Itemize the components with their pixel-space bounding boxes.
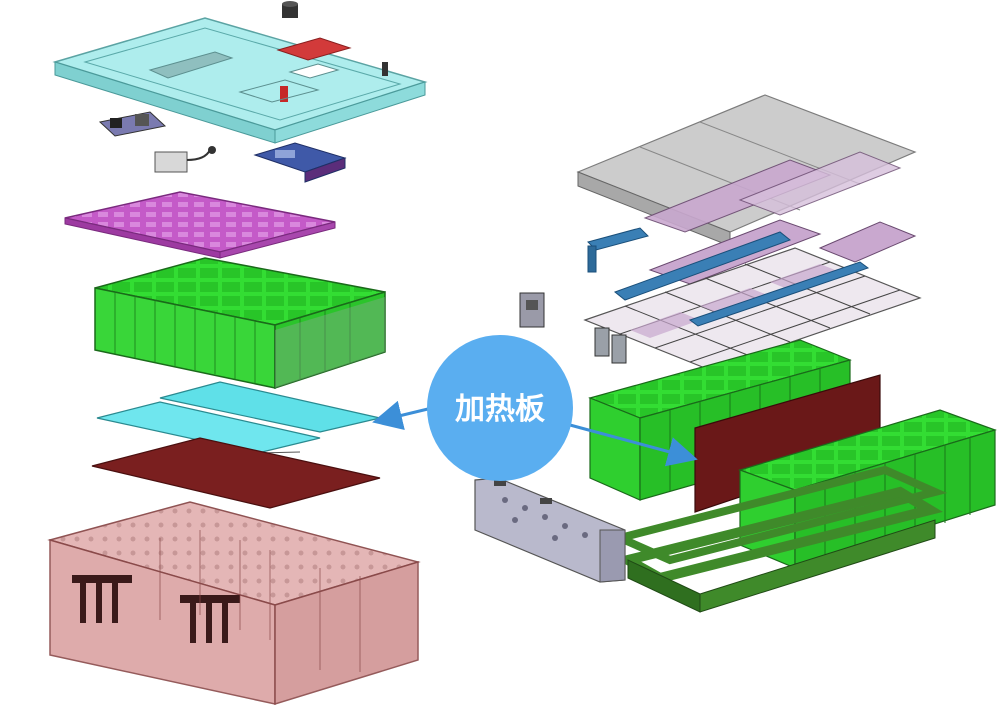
cell-holder-grid	[583, 247, 922, 371]
top-connector	[282, 1, 298, 18]
callout-arrow-left	[372, 400, 433, 430]
bms-module-right	[253, 142, 347, 183]
callout-bubble	[427, 335, 573, 481]
terminal-brackets	[594, 327, 627, 364]
battery-case	[47, 501, 421, 706]
top-lid	[52, 17, 428, 144]
connector-block	[519, 292, 545, 328]
right-exploded-stack	[474, 94, 997, 613]
blue-bracket-top	[587, 227, 649, 273]
battery-cell-module-left	[94, 257, 386, 390]
insulation-pad	[91, 437, 381, 509]
busbar-plate	[64, 191, 336, 259]
end-plate	[474, 477, 626, 583]
bms-module-center	[154, 146, 216, 173]
heating-plate-callout: 加热板	[372, 335, 698, 481]
callout-label: 加热板	[455, 392, 545, 427]
bms-module-left	[98, 111, 167, 137]
callout-arrow-right	[569, 423, 698, 467]
blue-bracket-middle	[613, 231, 792, 301]
left-exploded-stack	[47, 1, 428, 706]
base-frame	[607, 465, 948, 613]
